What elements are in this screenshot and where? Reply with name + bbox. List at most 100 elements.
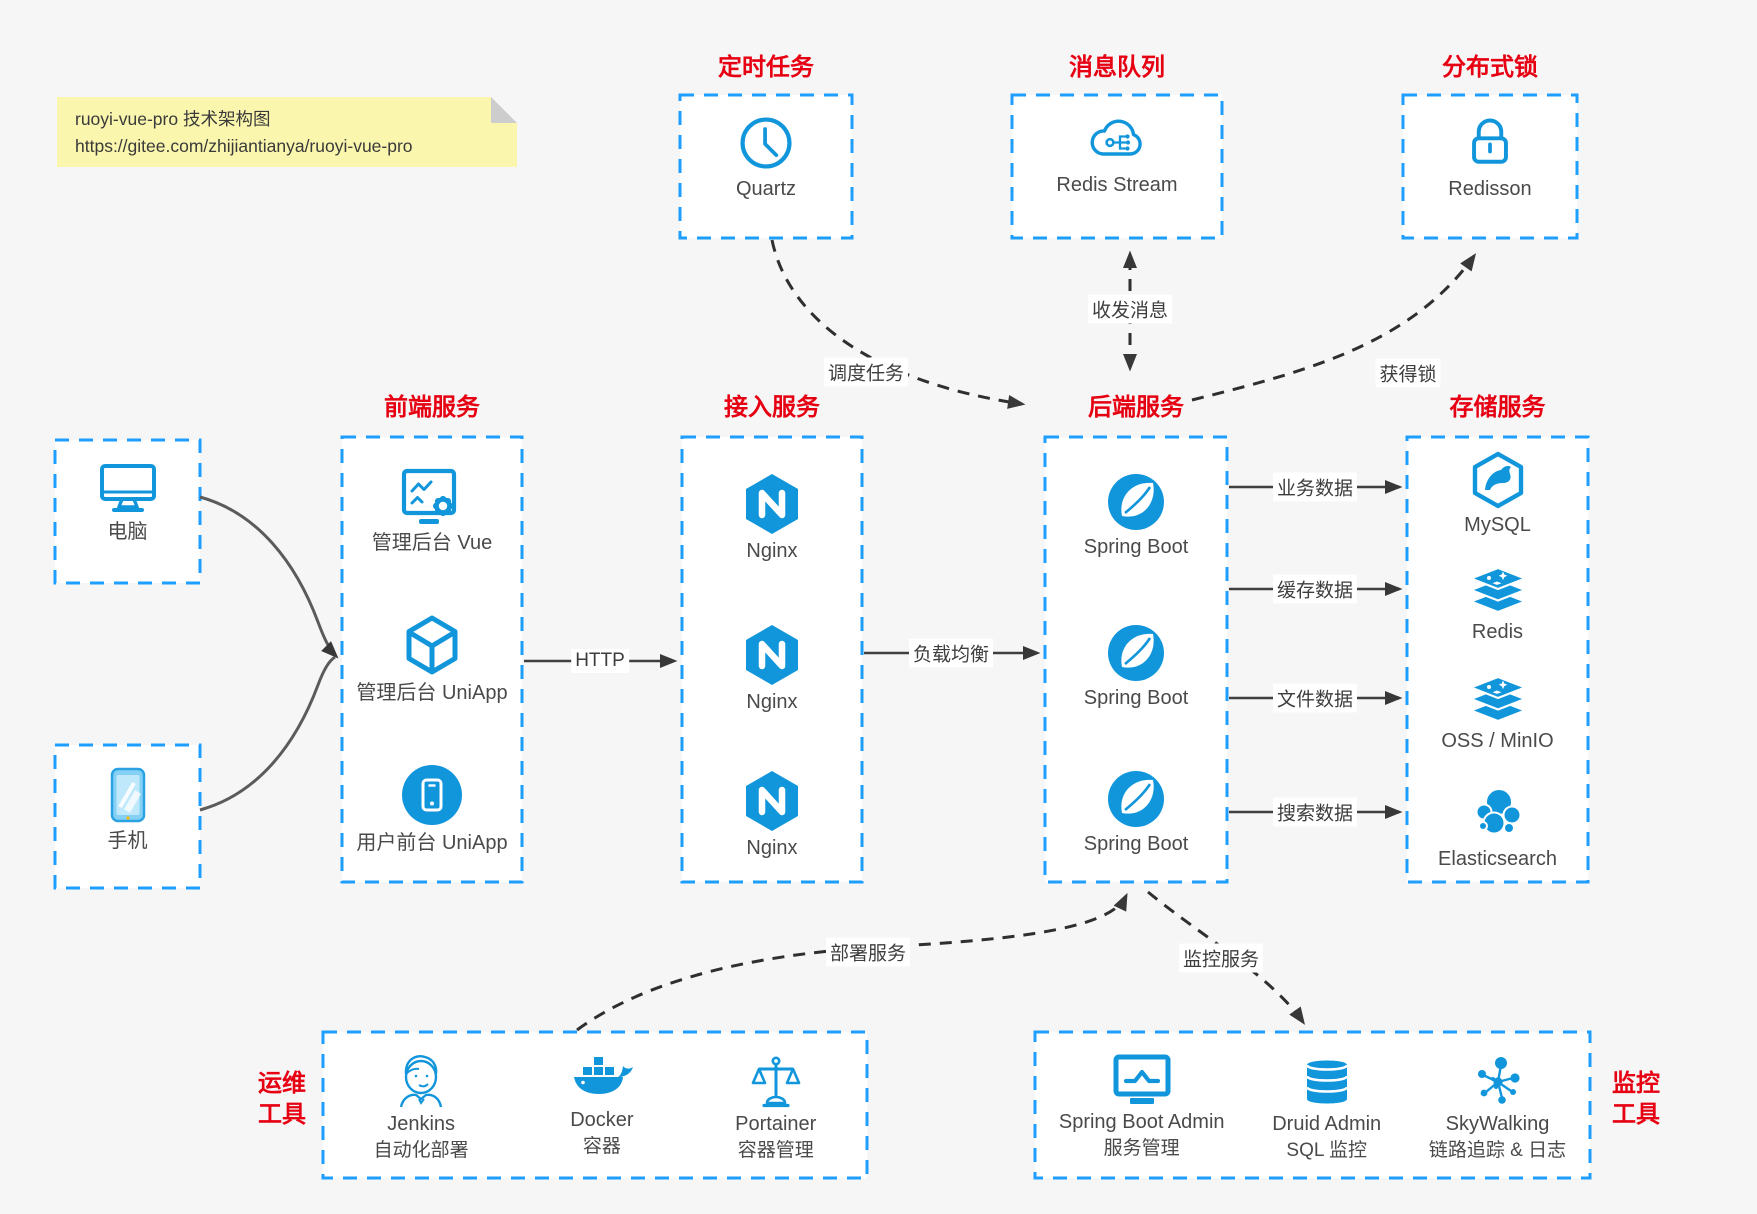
tool-item-docker: Docker 容器 [570, 1054, 634, 1158]
service-label: Quartz [735, 178, 797, 200]
edge-label-monitor: 监控服务 [1178, 943, 1264, 973]
note-fold-corner [491, 97, 517, 123]
note-title: ruoyi-vue-pro 技术架构图 [75, 109, 271, 129]
druid-icon [1305, 1060, 1349, 1104]
oss-stack-icon [1467, 675, 1528, 723]
client-arrows [199, 495, 339, 812]
service-item-nginx-3: Nginx [682, 770, 862, 860]
lock-icon [1472, 118, 1508, 164]
skywalking-icon [1477, 1057, 1520, 1104]
service-item-nginx-1: Nginx [682, 473, 862, 563]
ops-items-row: Jenkins 自动化部署 Docker 容器 [323, 1054, 867, 1162]
service-label: Elasticsearch [1438, 848, 1557, 870]
monitor-items-row: Spring Boot Admin 服务管理 Druid Admin SQL 监… [1035, 1054, 1590, 1162]
service-item-user-uniapp: 用户前台 UniApp [342, 763, 522, 855]
tool-name: Druid Admin [1272, 1113, 1382, 1135]
spring-icon [1108, 474, 1164, 530]
tool-desc: 自动化部署 [373, 1140, 469, 1161]
service-label: OSS / MinIO [1441, 730, 1554, 752]
client-label: 手机 [107, 830, 148, 852]
group-scheduled-task: Quartz [680, 95, 852, 238]
client-item-mobile: 手机 [55, 765, 200, 853]
group-backend: Spring Boot Spring Boot Spring Boot [1045, 437, 1227, 882]
title-gateway: 接入服务 [724, 394, 820, 421]
spring-icon [1108, 771, 1164, 827]
service-label: 管理后台 Vue [371, 532, 493, 554]
service-item-springboot-3: Spring Boot [1045, 770, 1227, 856]
service-label: Nginx [746, 837, 798, 859]
spring-icon [1108, 625, 1164, 681]
mysql-icon [1472, 451, 1523, 509]
edge-label-business-data: 业务数据 [1272, 472, 1358, 502]
tool-name: Portainer [735, 1113, 817, 1135]
cloud-hub-icon [1090, 119, 1142, 156]
tool-name: Docker [570, 1109, 634, 1131]
service-item-mysql: MySQL [1407, 451, 1588, 537]
tool-name: SkyWalking [1445, 1113, 1550, 1135]
monitor-title-line1: 监控 [1612, 1070, 1660, 1097]
note-url: https://gitee.com/zhijiantianya/ruoyi-vu… [75, 136, 413, 156]
arrow-schedule-task [770, 239, 1026, 409]
ops-title-line1: 运维 [258, 1070, 306, 1097]
group-message-queue: Redis Stream [1012, 95, 1222, 238]
service-item-elasticsearch: Elasticsearch [1407, 785, 1588, 871]
monitor-title-line2: 工具 [1612, 1101, 1660, 1128]
box-message-queue [1010, 93, 1224, 240]
tool-item-jenkins: Jenkins 自动化部署 [374, 1054, 469, 1162]
service-label: Redis [1471, 621, 1524, 643]
gear-icon [432, 495, 454, 517]
tool-desc: 容器管理 [737, 1140, 814, 1161]
group-client-pc: 电脑 [55, 440, 200, 583]
edge-label-acquire-lock: 获得锁 [1375, 358, 1441, 388]
group-distributed-lock: Redisson [1403, 95, 1577, 238]
tool-item-portainer: Portainer 容器管理 [735, 1054, 816, 1162]
title-message-queue: 消息队列 [1069, 54, 1165, 81]
tool-item-druid: Druid Admin SQL 监控 [1272, 1054, 1381, 1162]
jenkins-icon [399, 1055, 443, 1108]
service-item-redis-stream: Redis Stream [1012, 113, 1222, 197]
service-label: 用户前台 UniApp [356, 832, 508, 854]
title-scheduled-task: 定时任务 [718, 54, 814, 81]
redis-stack-icon [1467, 566, 1528, 614]
edge-label-deploy: 部署服务 [825, 937, 911, 967]
edge-label-search-data: 搜索数据 [1272, 797, 1358, 827]
client-item-pc: 电脑 [55, 462, 200, 544]
service-item-springboot-2: Spring Boot [1045, 624, 1227, 710]
service-label: Redisson [1448, 178, 1532, 200]
group-storage: MySQL Redis OSS / MinIO [1407, 437, 1588, 882]
nginx-icon [746, 625, 798, 685]
smartphone-icon [110, 767, 145, 823]
service-item-nginx-2: Nginx [682, 624, 862, 714]
ops-title-line2: 工具 [258, 1101, 306, 1128]
sticky-note: ruoyi-vue-pro 技术架构图 https://gitee.com/zh… [57, 97, 517, 167]
admin-vue-icon [401, 468, 457, 524]
service-item-redis: Redis [1407, 564, 1588, 644]
tool-name: Spring Boot Admin [1058, 1111, 1225, 1133]
title-monitor-tools: 监控 工具 [1596, 1068, 1676, 1130]
service-label: 管理后台 UniApp [356, 682, 508, 704]
service-label: Spring Boot [1083, 687, 1189, 709]
client-label: 电脑 [107, 521, 148, 543]
service-label: Nginx [746, 540, 798, 562]
tool-desc: 链路追踪 & 日志 [1428, 1140, 1567, 1161]
group-gateway: Nginx Nginx Nginx [682, 437, 862, 882]
arrow-acquire-lock [1191, 253, 1477, 402]
service-label: Redis Stream [1056, 174, 1178, 196]
title-frontend: 前端服务 [384, 394, 480, 421]
group-monitor-tools: Spring Boot Admin 服务管理 Druid Admin SQL 监… [1035, 1032, 1590, 1178]
nginx-icon [746, 771, 798, 831]
service-item-springboot-1: Spring Boot [1045, 473, 1227, 559]
tool-desc: SQL 监控 [1286, 1140, 1367, 1161]
tool-desc: 容器 [582, 1136, 621, 1157]
tool-name: Jenkins [387, 1113, 456, 1135]
edge-label-messaging: 收发消息 [1087, 294, 1173, 324]
boot-admin-icon [1113, 1054, 1171, 1104]
service-item-oss-minio: OSS / MinIO [1407, 673, 1588, 753]
service-item-admin-uniapp: 管理后台 UniApp [342, 613, 522, 705]
desktop-icon [99, 464, 156, 512]
edge-label-schedule: 调度任务 [823, 357, 909, 387]
arrow-mobile-to-frontend [199, 655, 336, 812]
edge-label-cache-data: 缓存数据 [1272, 574, 1358, 604]
portainer-icon [751, 1056, 801, 1108]
